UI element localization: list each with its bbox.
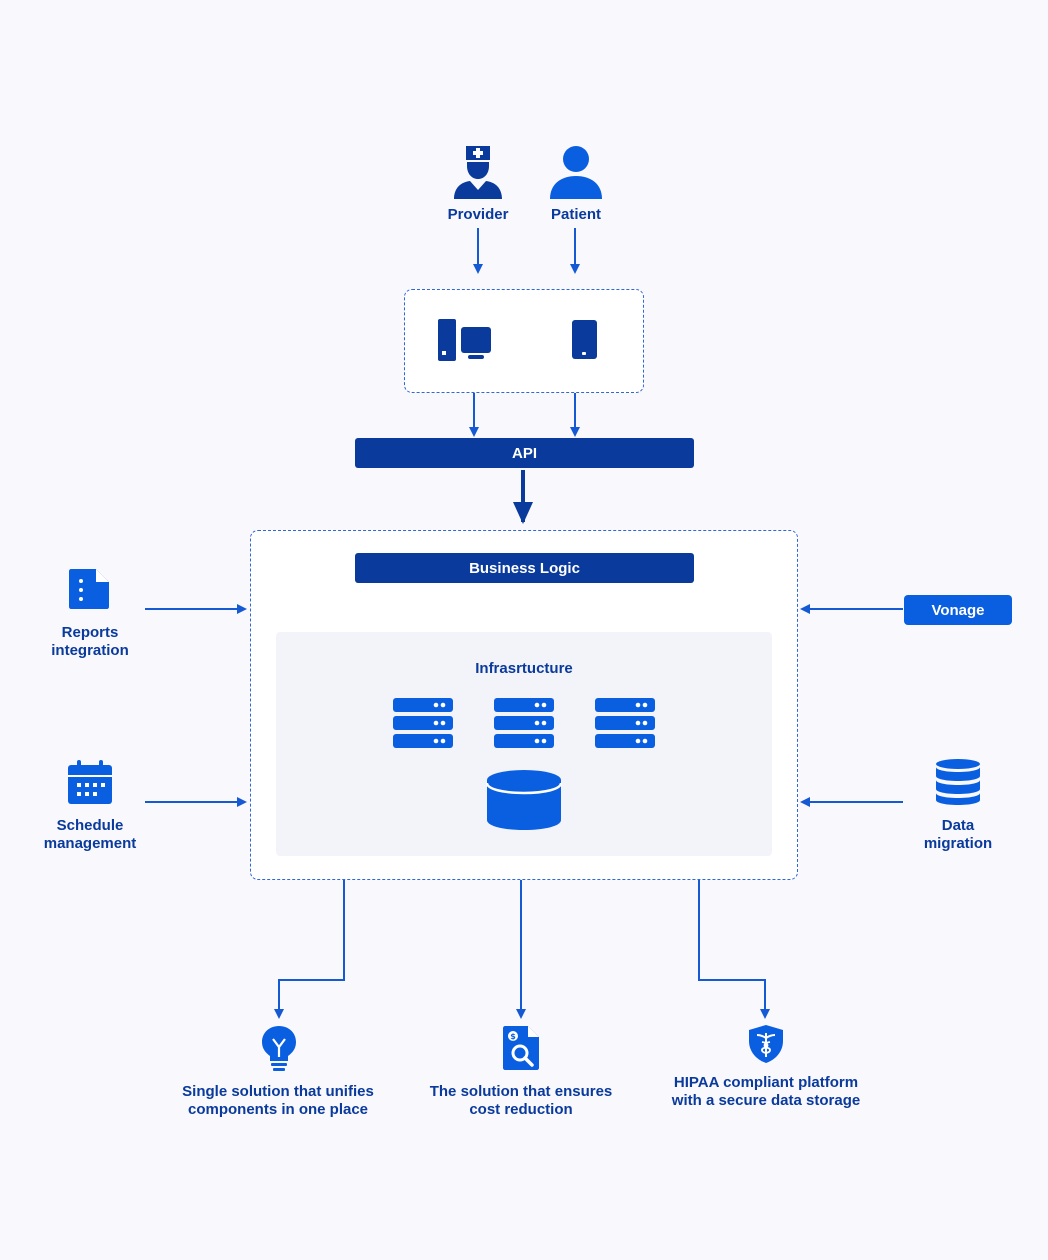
api-label: API (511, 444, 537, 462)
database-stack-icon (936, 759, 980, 805)
desktop-computer-icon (438, 319, 491, 361)
smartphone-icon (572, 320, 597, 359)
provider-nurse-icon (454, 146, 502, 199)
provider-label: Provider (447, 206, 509, 223)
cost-search-icon: $ (503, 1026, 539, 1070)
lightbulb-icon (262, 1026, 296, 1071)
patient-label: Patient (550, 206, 601, 223)
server-rack-icon (494, 698, 554, 748)
calendar-icon (68, 760, 112, 804)
business-logic-label: Business Logic (469, 559, 580, 577)
server-rack-icon (595, 698, 655, 748)
data-migration-label: Data migration (923, 817, 993, 852)
infrastructure-title: Infrasrtucture (475, 660, 573, 677)
outcome-cost-reduction-label: The solution that ensures cost reduction (429, 1083, 613, 1118)
reports-integration-label: Reports integration (51, 624, 129, 659)
vonage-label: Vonage (931, 601, 985, 619)
patient-person-icon (550, 146, 602, 199)
outcome-arrow-left (274, 880, 345, 1019)
svg-text:$: $ (510, 1032, 516, 1041)
schedule-management-label: Schedule management (43, 817, 137, 852)
outcome-hipaa-label: HIPAA compliant platform with a secure d… (671, 1074, 861, 1109)
outcome-arrow-right (698, 880, 770, 1019)
business-logic-bar: Business Logic (355, 553, 694, 583)
server-rack-icon (393, 698, 453, 748)
document-icon (69, 569, 109, 609)
database-cylinder-icon (486, 770, 562, 830)
vonage-pill: Vonage (904, 595, 1012, 625)
outcome-single-solution-label: Single solution that unifies components … (182, 1083, 374, 1118)
api-bar: API (355, 438, 694, 468)
medical-shield-icon (749, 1025, 783, 1063)
